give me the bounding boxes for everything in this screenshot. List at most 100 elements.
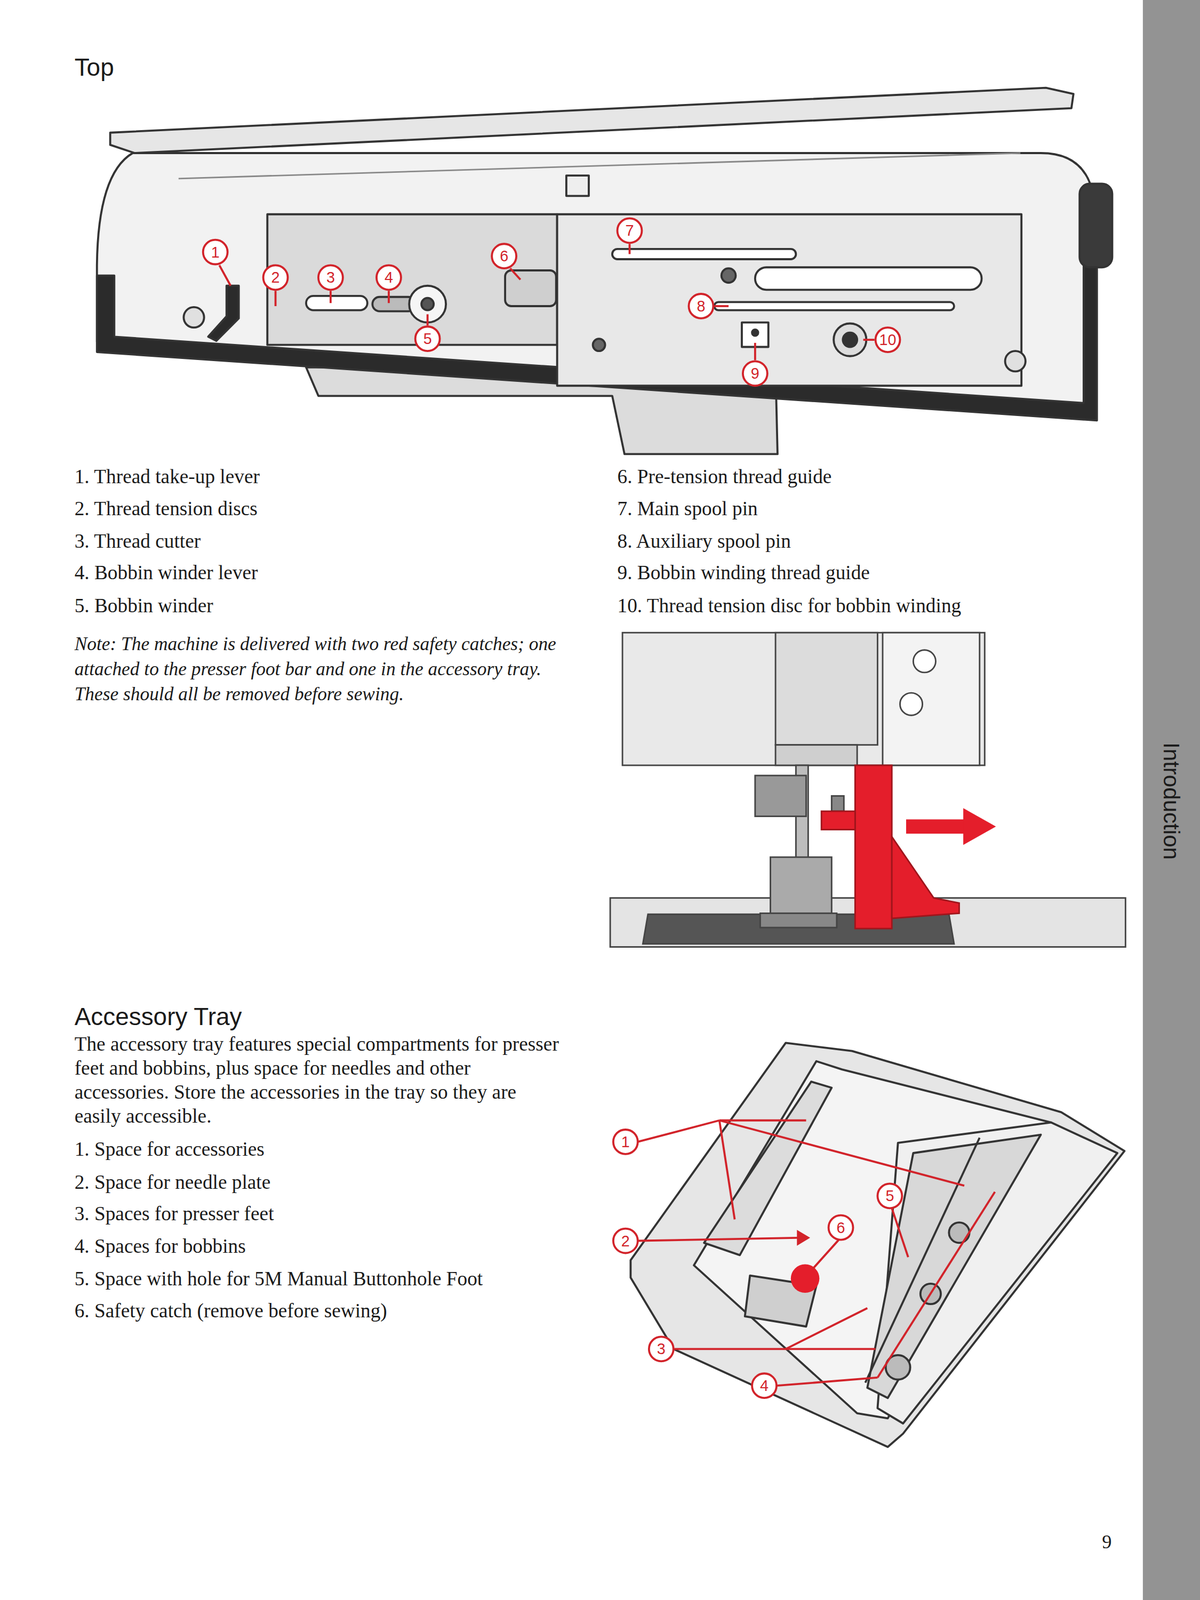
machine-top [1079,183,1112,268]
tray-leaders [719,1120,735,1220]
accessory-tray [630,1042,1125,1447]
machine-top [566,175,589,196]
label-text: 3. Thread cutter [74,529,201,554]
safety-catch [854,765,892,929]
label-text: 5. Bobbin winder [74,594,214,619]
machine-photo [760,913,837,928]
callout-number: 1 [211,242,220,261]
leader-lines [426,314,429,326]
callout-number: 6 [499,246,509,266]
callout-circles [617,218,643,243]
label-text: Note: The machine is delivered with two … [74,631,570,707]
label-text: 4. Bobbin winder lever [74,561,259,586]
callout-circles [263,265,288,290]
machine-top [267,214,557,346]
callout-circles [318,265,343,290]
label-text: 1. Space for accessories [74,1137,265,1162]
label-text: 8. Auxiliary spool pin [617,529,791,554]
callout-number: 1 [621,1132,630,1151]
machine-top [505,270,557,307]
accessory-tray [867,1134,1041,1399]
machine-top [833,323,867,357]
tray-callout-circles [752,1373,777,1398]
callout-number: 6 [836,1218,846,1237]
label-text: 10. Thread tension disc for bobbin windi… [617,594,962,619]
tray-leaders [719,1120,965,1186]
callout-number: 4 [760,1376,769,1395]
machine-photo [622,632,985,766]
tray-leaders [719,1119,807,1122]
callout-circles [203,240,228,265]
safety-catch [821,811,855,830]
tray-callout-circles [613,1228,638,1254]
machine-top [421,298,434,311]
machine-top [593,338,606,351]
tray-leaders [891,1208,909,1258]
callout-circles [491,243,517,269]
leader-lines [754,342,757,361]
label-text: 9 [1101,1530,1112,1555]
leader-lines [863,338,875,341]
callout-circles [688,293,714,319]
machine-photo [913,650,936,673]
leader-lines [628,243,631,254]
machine-top [97,153,1092,408]
tray-leaders [877,1192,995,1378]
machine-photo [775,632,878,745]
leader-lines [329,290,332,303]
label-text: 1. Thread take-up lever [74,465,260,490]
leader-lines [274,290,277,307]
label-text: 6. Safety catch (remove before sewing) [74,1299,388,1324]
callout-number: 3 [657,1339,666,1358]
callout-number: 2 [271,268,280,287]
machine-photo [755,775,807,817]
machine-top [721,268,736,283]
machine-top [208,285,239,341]
machine-top [842,332,858,348]
label-text: 6. Pre-tension thread guide [617,465,832,490]
label-text: The accessory tray features special comp… [74,1032,565,1129]
label-text: 4. Spaces for bobbins [74,1234,246,1259]
machine-top [557,214,1022,386]
leader-lines [714,305,729,308]
tray-leaders [785,1308,868,1350]
leader-lines [219,265,231,286]
callout-circles [203,218,901,386]
callout-number: 4 [384,268,394,287]
machine-top [755,267,982,290]
accessory-tray [630,1042,1125,1447]
callout-circles [415,326,440,351]
tray-leaders [797,1231,808,1244]
safety-catch [891,836,959,919]
direction-arrow [963,808,996,845]
label-text: 5. Space with hole for 5M Manual Buttonh… [74,1267,484,1292]
tray-leaders [673,1347,876,1350]
direction-arrow [906,808,996,845]
machine-photo [610,632,1126,947]
leader-lines [510,268,521,280]
label-text: Accessory Tray [74,1002,243,1032]
callout-circles [875,327,901,352]
accessory-tray [704,1081,832,1255]
machine-photo [900,692,923,716]
machine-top [183,307,204,328]
callout-number: 10 [879,330,897,349]
safety-catch [821,765,959,929]
tray-leaders [812,1240,839,1270]
direction-arrow [906,819,966,834]
machine-top [612,249,796,260]
machine-top [178,153,1021,179]
callout-number: 5 [885,1186,894,1205]
callout-number: 2 [621,1231,630,1250]
machine-photo [775,745,858,766]
machine-top [97,88,1113,455]
tray-callout-circles [649,1336,674,1362]
callout-circles [742,361,768,386]
leader-lines [387,290,390,303]
machine-top [714,301,955,310]
tray-callout-circles [613,1129,638,1155]
tray-callout-circles [877,1183,902,1208]
side-tab-text: Introduction [1157,742,1186,860]
leader-lines [219,243,875,360]
tray-callout-circles [613,1129,902,1398]
